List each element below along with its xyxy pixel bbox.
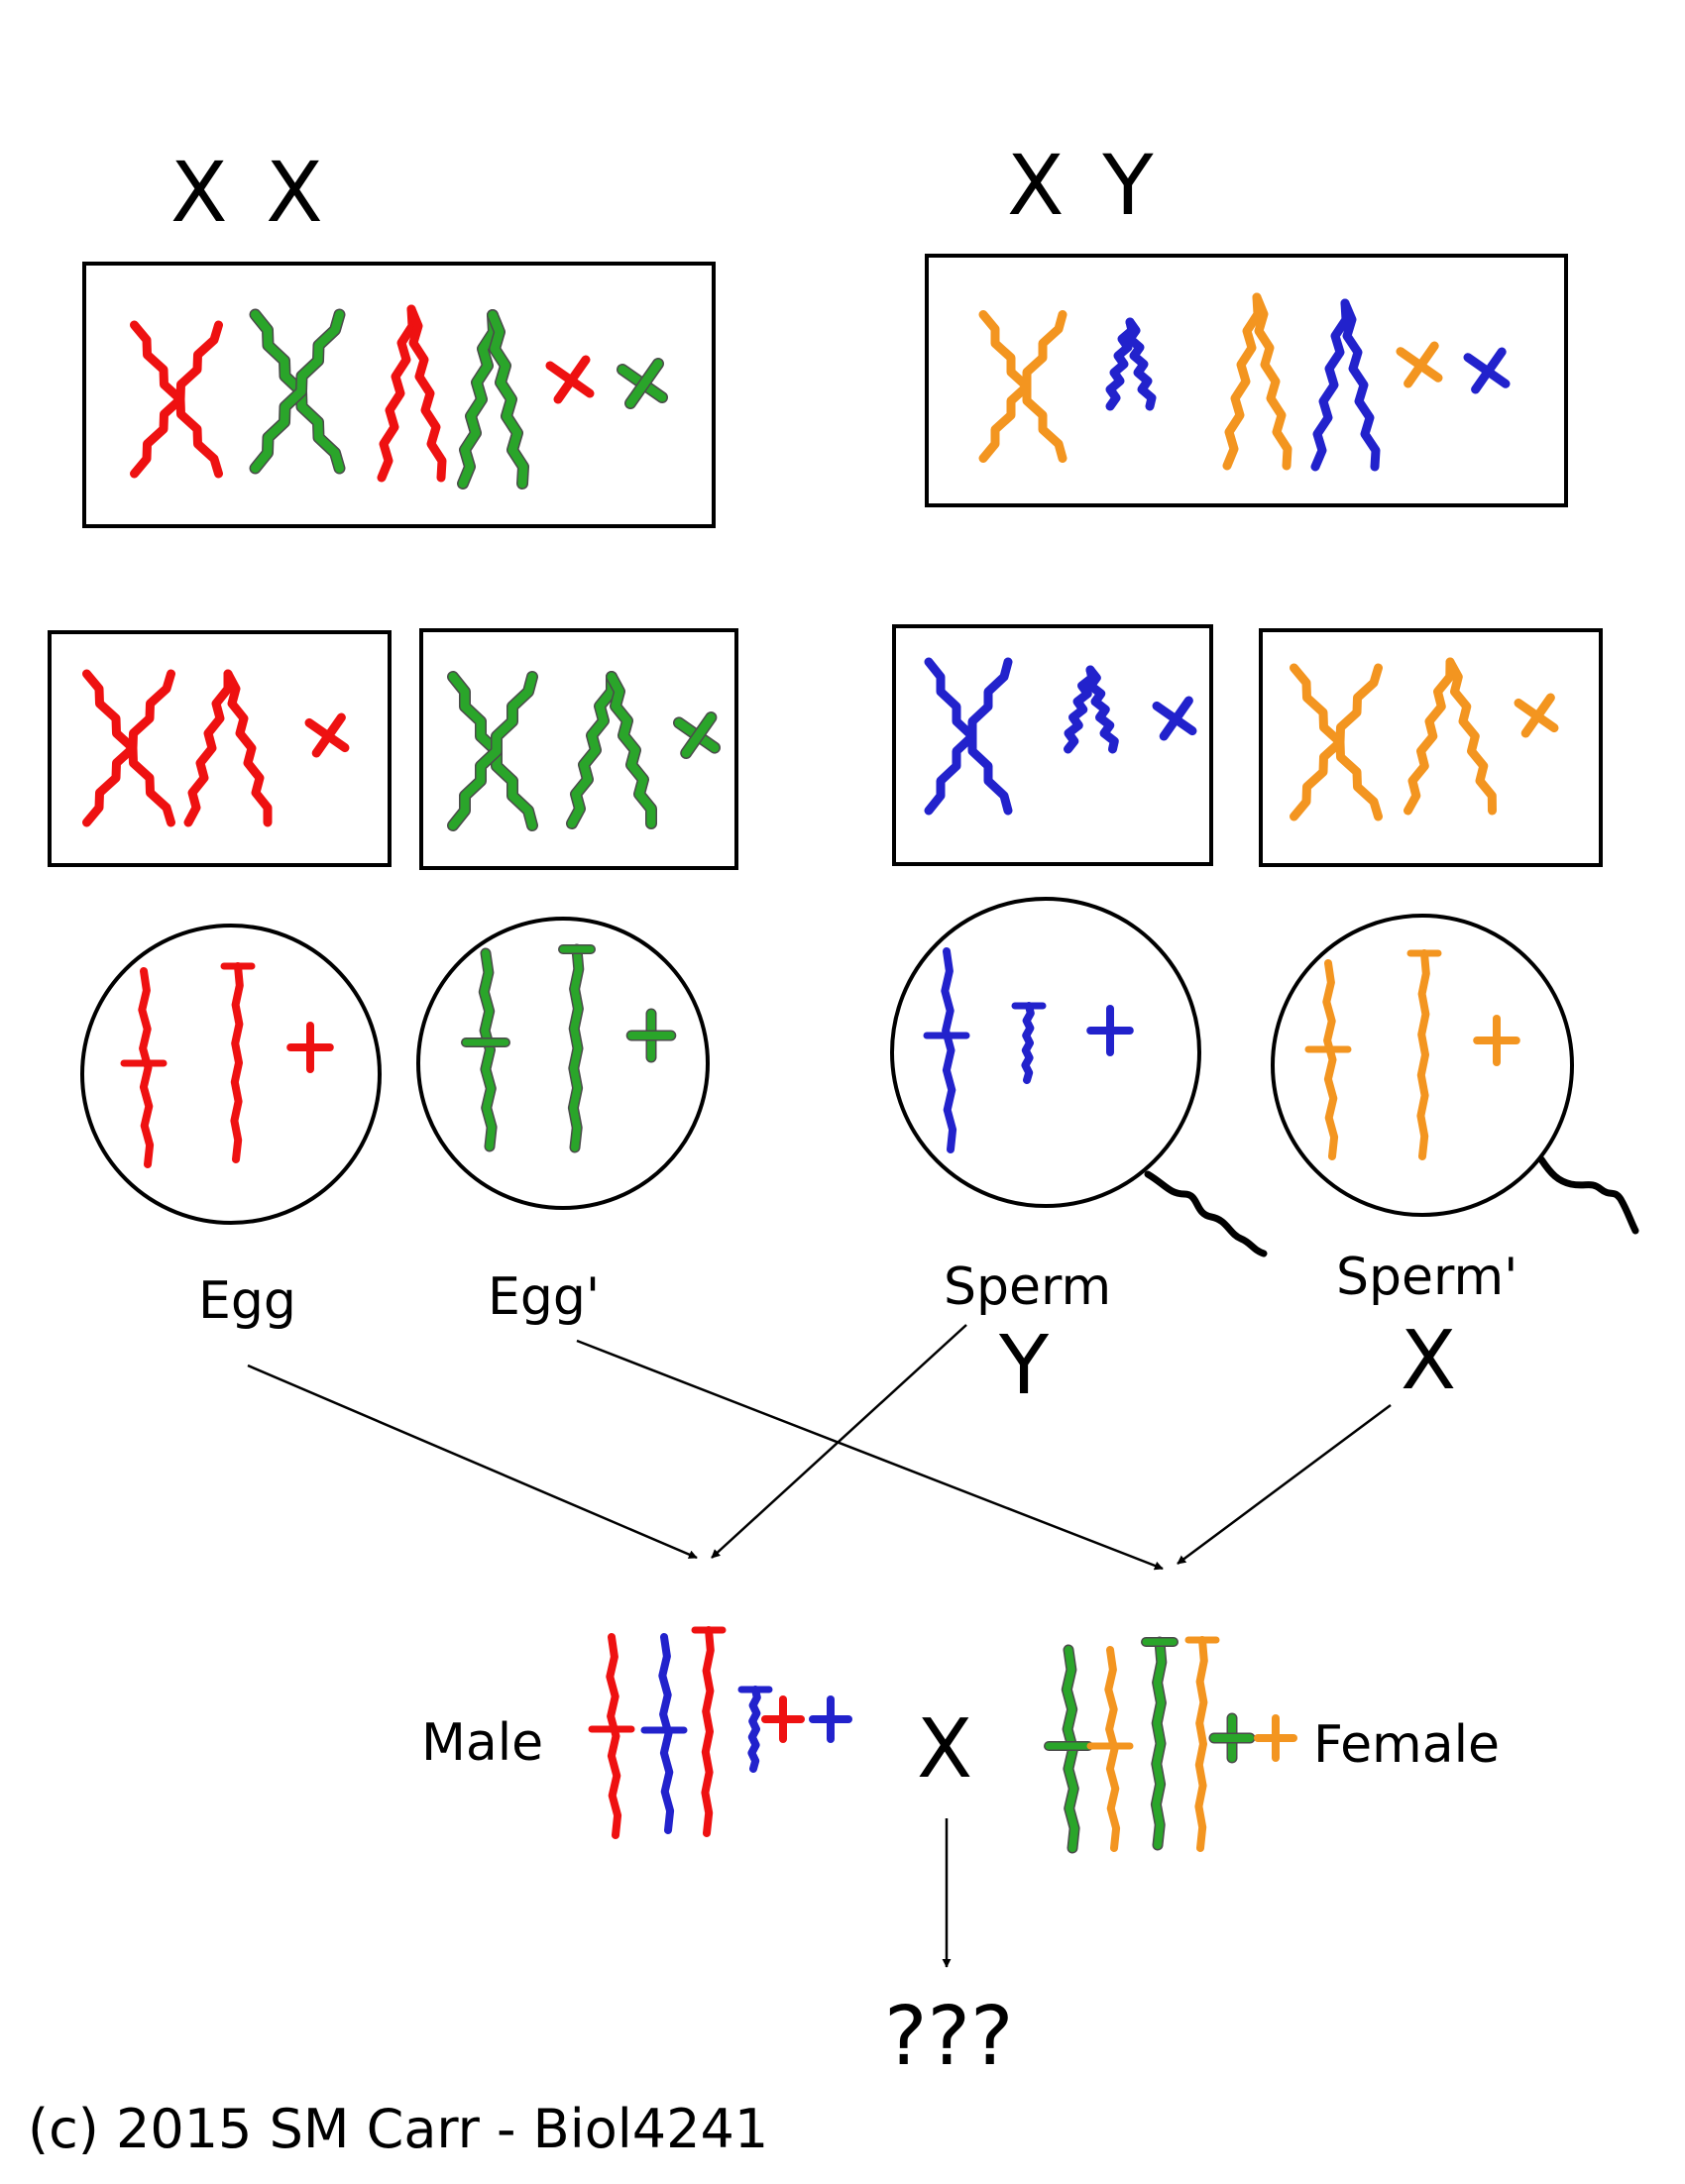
sperm-blue-small-b [1159,696,1193,741]
sperm-tail [1144,1170,1268,1257]
male-parent-cell [925,254,1568,507]
arrow-sperm-to-male [711,1324,967,1559]
arrow-egg-prime-to-female [576,1339,1164,1571]
male-red-tee-body [701,1626,715,1837]
egg-red-small-b [311,712,346,758]
fp-red-lambda-arm-a [377,304,417,483]
mp-blue-lambda-arm-b [1340,298,1381,472]
fp-red-x-arm-b [130,320,223,479]
egg-prime-label: Egg' [488,1267,601,1327]
sperm-prime-circle [1271,914,1574,1217]
spermp-orange-small-b [1520,693,1555,738]
female-orange-tee-body [1194,1636,1208,1852]
copyright-notice: (c) 2015 SM Carr - Biol4241 [28,2098,769,2160]
egg-red-lambda-arm-b [223,669,273,827]
egg-prime-haploid-cell [419,628,738,870]
egg-prime-circle [416,917,710,1210]
sperm-blue-x-arm-b [924,657,1013,816]
sperm-prime-haploid-cell [1259,628,1603,867]
mp-blue-lambda-small-arm-a [1105,317,1137,411]
sperm-sex-chromosome-label: Y [999,1319,1050,1413]
cross-symbol: X [917,1702,973,1797]
spermp-stick-body [1322,959,1339,1160]
sperm-label: Sperm [944,1257,1112,1317]
sperm-blue-lambda-arm-b [1085,665,1119,754]
arrow-egg-to-male [247,1364,698,1560]
fp-green-lambda-arm-b [488,310,528,489]
egg-red-lambda-arm-a [183,669,233,827]
mp-orange-lambda-arm-b [1252,292,1292,471]
fp-green-lambda-arm-a [458,310,499,489]
unknown-result-label: ??? [884,1990,1014,2084]
sperm-stick-body [941,947,957,1153]
egg-stick-body [138,967,155,1168]
mp-orange-x-arm-b [978,310,1067,463]
sperm-haploid-cell [892,624,1213,866]
female-offspring-label: Female [1313,1715,1501,1775]
fp-green-x-arm-b [251,310,344,473]
spermp-orange-x-arm-b [1290,663,1383,821]
sperm-circle [890,897,1201,1208]
eggp-green-lambda-arm-a [567,672,617,828]
fp-red-small-b [553,355,591,404]
female-parent-cell [82,262,716,528]
chromosome-drawings [82,292,1559,1854]
eggp-green-lambda-arm-b [607,672,656,828]
fp-red-lambda-arm-b [406,304,447,483]
fp-green-small-b [625,359,663,408]
spermp-tee-body [1416,949,1430,1160]
arrow-sperm-prime-to-female [1177,1403,1392,1566]
spermp-orange-lambda-arm-a [1404,657,1455,816]
mp-blue-lambda-arm-a [1310,298,1351,472]
mp-blue-lambda-small-arm-b [1125,317,1157,411]
female-green-tee-body [1152,1638,1166,1849]
male-parent-genotype-label: X Y [1007,137,1160,234]
mp-blue-small-b [1471,347,1507,394]
eggp-stick-body [480,949,497,1150]
eggp-tee-body [569,945,583,1151]
sperm-tee-body [1021,1002,1035,1084]
male-red-stick-body [606,1633,622,1839]
female-parent-genotype-label: X X [170,144,329,241]
egg-red-x-arm-b [82,669,175,827]
spermp-orange-lambda-arm-b [1445,657,1497,816]
egg-label: Egg [198,1271,296,1331]
eggp-green-small-b [681,712,716,758]
sperm-prime-label: Sperm' [1336,1248,1518,1307]
sperm-prime-tail [1537,1155,1639,1235]
sperm-prime-sex-chromosome-label: X [1401,1314,1457,1408]
male-offspring-label: Male [421,1713,544,1773]
egg-haploid-cell [48,630,392,867]
eggp-green-x-arm-b [448,672,537,830]
mp-orange-lambda-arm-a [1222,292,1263,471]
sperm-blue-lambda-arm-a [1064,665,1097,754]
male-blue-tee-body [747,1686,761,1773]
egg-tee-body [230,962,244,1163]
mp-orange-small-b [1404,341,1439,388]
egg-circle [80,924,382,1225]
